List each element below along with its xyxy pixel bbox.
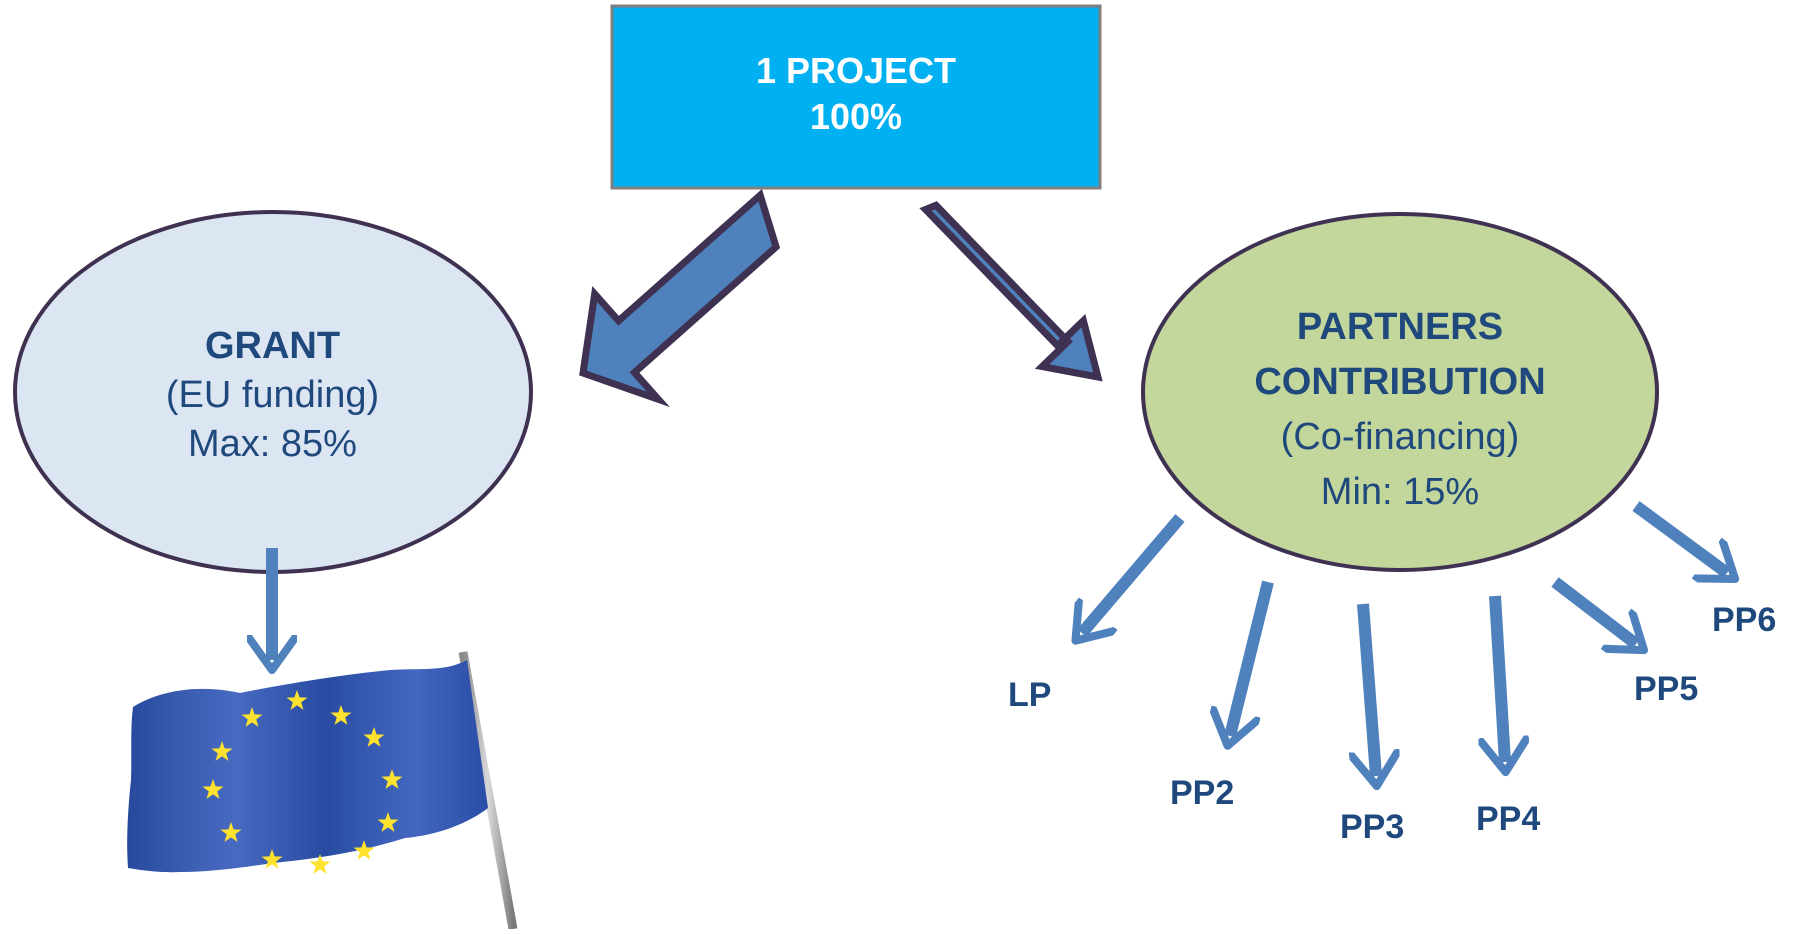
- partners-ellipse: [1141, 212, 1659, 572]
- recipient-pp6: PP6: [1712, 601, 1777, 639]
- recipient-pp2: PP2: [1170, 774, 1235, 812]
- flag-star: [330, 705, 352, 725]
- partners-subtitle: (Co-financing): [1280, 416, 1520, 458]
- recipient-lp: LP: [1008, 676, 1052, 714]
- flag-star: [381, 769, 403, 789]
- arrow-to-pp3: [1363, 603, 1376, 776]
- flag-star: [202, 779, 224, 799]
- flag-star: [220, 822, 242, 842]
- eu-flag-image: [127, 651, 518, 930]
- arrow-to-lp: [1082, 514, 1185, 633]
- arrow-to-pp4: [1495, 595, 1505, 762]
- arrow-to-pp6: [1632, 501, 1727, 573]
- flag-star: [309, 854, 331, 874]
- project-title: 1 PROJECT: [755, 50, 957, 91]
- partners-title-line2: CONTRIBUTION: [1254, 361, 1546, 403]
- flag-star: [363, 727, 385, 747]
- grant-title: GRANT: [204, 325, 341, 367]
- project-box-label: 1 PROJECT 100%: [612, 48, 1100, 140]
- block-arrow-right: [919, 201, 1103, 382]
- flag-star: [211, 741, 233, 761]
- flag-star: [286, 690, 308, 710]
- flag-star: [353, 840, 375, 860]
- flag-star: [261, 849, 283, 869]
- flag-shading: [127, 660, 488, 873]
- grant-label: GRANT (EU funding) Max: 85%: [30, 322, 515, 469]
- flag-stars: [202, 690, 403, 874]
- partners-label: PARTNERS CONTRIBUTION (Co-financing) Min…: [1140, 300, 1660, 520]
- partners-value: Min: 15%: [1320, 471, 1480, 513]
- partners-title-line1: PARTNERS: [1296, 306, 1504, 348]
- block-arrow-left: [579, 188, 781, 408]
- flag-star: [377, 812, 399, 832]
- recipient-pp5: PP5: [1634, 670, 1699, 708]
- project-percent: 100%: [809, 96, 903, 137]
- grant-subtitle: (EU funding): [165, 374, 380, 416]
- recipient-pp3: PP3: [1340, 808, 1405, 846]
- arrow-to-pp5: [1551, 577, 1636, 644]
- grant-value: Max: 85%: [188, 423, 357, 465]
- recipient-pp4: PP4: [1476, 800, 1541, 838]
- project-box: [610, 4, 1102, 190]
- flag-star: [241, 707, 263, 727]
- arrow-to-pp2: [1230, 580, 1274, 736]
